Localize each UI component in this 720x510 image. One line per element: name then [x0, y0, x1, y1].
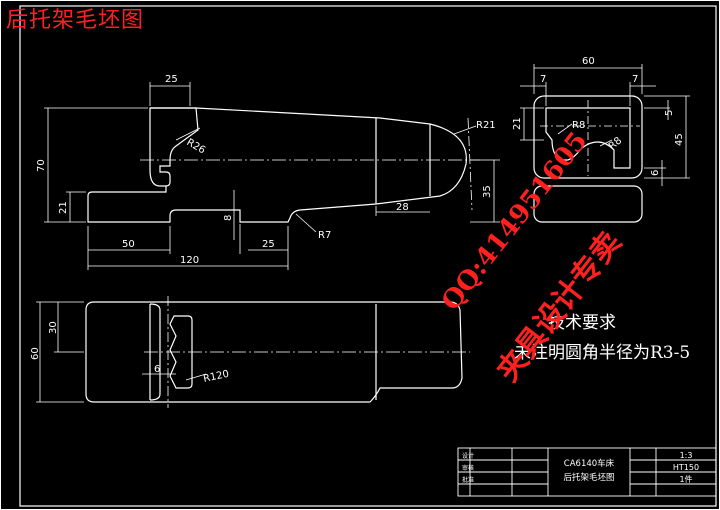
tb-quantity: 1件 — [679, 474, 692, 484]
dim-6-side: 6 — [650, 170, 661, 176]
dim-21: 21 — [58, 201, 69, 214]
dim-r8-bottom: R8 — [607, 135, 624, 152]
dim-r26: R26 — [185, 137, 208, 156]
tb-label-check: 审核 — [462, 464, 474, 472]
dim-70: 70 — [36, 159, 47, 172]
tb-label-approve: 批准 — [462, 476, 474, 484]
leader-r26 — [175, 127, 201, 141]
dim-7-right: 7 — [632, 74, 638, 85]
dim-35: 35 — [482, 185, 493, 198]
leader-r21 — [453, 125, 477, 135]
title-block — [457, 447, 717, 497]
front-view-dim-text: 25 R26 R21 70 21 35 28 8 50 25 120 R7 — [36, 74, 496, 266]
front-vertical-centerline — [467, 117, 473, 211]
drawing-title: 后托架毛坯图 — [6, 8, 145, 33]
top-view-dims — [36, 301, 207, 403]
dim-60: 60 — [582, 56, 595, 67]
dim-120: 120 — [180, 255, 199, 266]
side-lower-block — [533, 185, 643, 223]
dim-45: 45 — [674, 133, 685, 146]
dim-r21: R21 — [476, 120, 496, 131]
dim-25: 25 — [262, 239, 275, 250]
dim-7-left: 7 — [540, 74, 546, 85]
dim-60-top: 60 — [30, 347, 41, 360]
dim-r120: R120 — [202, 369, 230, 385]
dim-50: 50 — [122, 239, 135, 250]
dim-30: 30 — [48, 321, 59, 334]
side-view-dim-text: 60 7 7 21 R8 R8 5 45 6 — [512, 56, 685, 176]
side-inner-profile — [545, 107, 631, 169]
tb-drawing-name-2: 后托架毛坯图 — [563, 472, 614, 483]
tb-label-design: 设计 — [462, 452, 474, 460]
tech-requirements-heading: 技术要求 — [548, 313, 616, 333]
dim-r8-top: R8 — [572, 120, 585, 131]
dim-21-side: 21 — [512, 117, 523, 130]
leader-r120 — [185, 373, 207, 381]
side-outer — [533, 95, 643, 179]
dim-25-top: 25 — [165, 74, 178, 85]
tb-drawing-name-1: CA6140车床 — [564, 458, 615, 469]
dim-r7: R7 — [318, 230, 331, 241]
side-view — [533, 95, 643, 223]
front-view-dims — [44, 82, 500, 270]
front-view — [87, 107, 480, 223]
tb-material: HT150 — [673, 463, 699, 472]
dim-5: 5 — [664, 110, 675, 116]
side-view-dims — [520, 64, 690, 186]
top-view — [85, 296, 470, 408]
dim-6-top: 6 — [154, 364, 160, 375]
dim-28: 28 — [396, 202, 409, 213]
tb-scale: 1:3 — [680, 451, 693, 460]
inner-frame — [19, 5, 717, 507]
upper-left-lug — [149, 107, 199, 187]
leader-r7 — [295, 213, 317, 233]
tech-requirements-line1: 未注明圆角半径为R3-5 — [514, 343, 691, 363]
leader-r8-bottom — [599, 139, 613, 147]
top-outline — [85, 301, 463, 403]
leader-r8-top — [557, 123, 573, 135]
title-block-text: 设计 审核 批准 CA6140车床 后托架毛坯图 1:3 HT150 1件 — [462, 451, 699, 484]
front-body-outline — [87, 107, 467, 223]
top-view-dim-text: 60 30 6 R120 — [30, 321, 230, 385]
dim-8: 8 — [223, 215, 234, 221]
